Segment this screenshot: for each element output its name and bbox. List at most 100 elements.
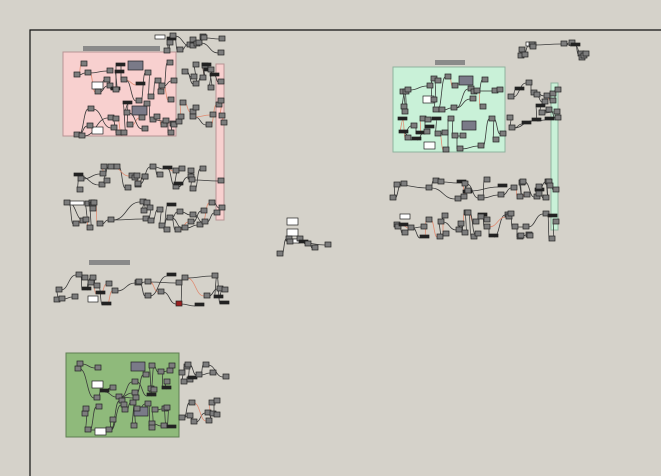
component-node[interactable] (133, 172, 141, 179)
component-node[interactable] (121, 406, 129, 413)
component-node[interactable] (127, 60, 144, 71)
component-node[interactable] (554, 86, 562, 93)
component-node[interactable] (142, 371, 150, 378)
component-node[interactable] (324, 241, 332, 248)
component-node[interactable] (129, 399, 137, 406)
component-node[interactable] (87, 295, 99, 303)
component-node[interactable] (286, 217, 299, 226)
component-node[interactable] (103, 177, 111, 184)
component-node[interactable] (135, 278, 143, 285)
component-node[interactable] (76, 186, 84, 193)
component-node[interactable] (77, 175, 85, 182)
component-node[interactable] (470, 233, 478, 240)
component-node[interactable] (167, 129, 175, 136)
component-node[interactable] (120, 76, 128, 83)
component-node[interactable] (549, 97, 557, 104)
component-node[interactable] (545, 106, 553, 113)
component-node[interactable] (115, 62, 126, 67)
component-node[interactable] (549, 90, 557, 97)
component-node[interactable] (167, 96, 175, 103)
component-node[interactable] (82, 405, 90, 412)
olive-group[interactable] (65, 352, 180, 438)
component-node[interactable] (420, 223, 428, 230)
component-node[interactable] (163, 378, 171, 385)
component-node[interactable] (201, 218, 209, 225)
component-node[interactable] (94, 88, 102, 95)
component-node[interactable] (132, 394, 140, 401)
component-node[interactable] (94, 427, 107, 436)
component-node[interactable] (178, 165, 186, 172)
component-node[interactable] (195, 371, 203, 378)
component-node[interactable] (547, 213, 558, 218)
component-node[interactable] (423, 128, 431, 135)
component-node[interactable] (130, 361, 146, 372)
component-node[interactable] (73, 71, 81, 78)
component-node[interactable] (124, 184, 132, 191)
component-node[interactable] (521, 120, 532, 125)
component-node[interactable] (176, 208, 184, 215)
component-node[interactable] (98, 181, 106, 188)
component-node[interactable] (447, 115, 455, 122)
component-node[interactable] (407, 224, 415, 231)
component-node[interactable] (135, 97, 143, 104)
component-node[interactable] (105, 426, 113, 433)
component-node[interactable] (437, 178, 445, 185)
component-node[interactable] (100, 163, 108, 170)
component-node[interactable] (82, 216, 90, 223)
component-node[interactable] (84, 426, 92, 433)
component-node[interactable] (430, 96, 438, 103)
component-node[interactable] (201, 62, 212, 67)
component-node[interactable] (153, 113, 161, 120)
component-node[interactable] (189, 211, 197, 218)
component-node[interactable] (473, 87, 481, 94)
component-node[interactable] (432, 106, 440, 113)
component-node[interactable] (146, 204, 154, 211)
component-node[interactable] (205, 417, 213, 424)
component-node[interactable] (222, 373, 230, 380)
component-node[interactable] (415, 130, 426, 135)
component-node[interactable] (186, 412, 194, 419)
component-node[interactable] (69, 200, 85, 206)
component-node[interactable] (94, 364, 102, 371)
component-node[interactable] (192, 80, 200, 87)
component-node[interactable] (187, 375, 198, 380)
component-node[interactable] (113, 163, 121, 170)
component-node[interactable] (393, 181, 401, 188)
component-node[interactable] (220, 119, 228, 126)
component-node[interactable] (456, 145, 464, 152)
component-node[interactable] (87, 105, 95, 112)
component-node[interactable] (311, 244, 319, 251)
component-node[interactable] (81, 410, 89, 417)
component-node[interactable] (120, 401, 128, 408)
component-node[interactable] (169, 32, 177, 39)
component-node[interactable] (192, 61, 200, 68)
component-node[interactable] (548, 235, 556, 242)
component-node[interactable] (175, 279, 183, 286)
component-node[interactable] (213, 294, 224, 299)
component-node[interactable] (464, 187, 472, 194)
component-node[interactable] (464, 209, 472, 216)
component-node[interactable] (166, 424, 177, 429)
component-node[interactable] (497, 183, 508, 188)
component-node[interactable] (526, 232, 534, 239)
component-node[interactable] (166, 59, 174, 66)
component-node[interactable] (202, 361, 210, 368)
component-node[interactable] (166, 39, 174, 46)
component-node[interactable] (189, 113, 197, 120)
component-node[interactable] (86, 224, 94, 231)
component-node[interactable] (442, 146, 450, 153)
component-node[interactable] (554, 114, 562, 121)
component-node[interactable] (144, 278, 152, 285)
component-node[interactable] (207, 66, 215, 73)
component-node[interactable] (552, 218, 560, 225)
component-node[interactable] (91, 380, 104, 389)
component-node[interactable] (542, 194, 550, 201)
component-node[interactable] (149, 116, 157, 123)
component-node[interactable] (106, 67, 114, 74)
component-node[interactable] (400, 103, 408, 110)
component-node[interactable] (304, 240, 312, 247)
component-node[interactable] (90, 199, 98, 206)
component-node[interactable] (535, 183, 543, 190)
component-node[interactable] (552, 186, 560, 193)
component-node[interactable] (218, 35, 226, 42)
